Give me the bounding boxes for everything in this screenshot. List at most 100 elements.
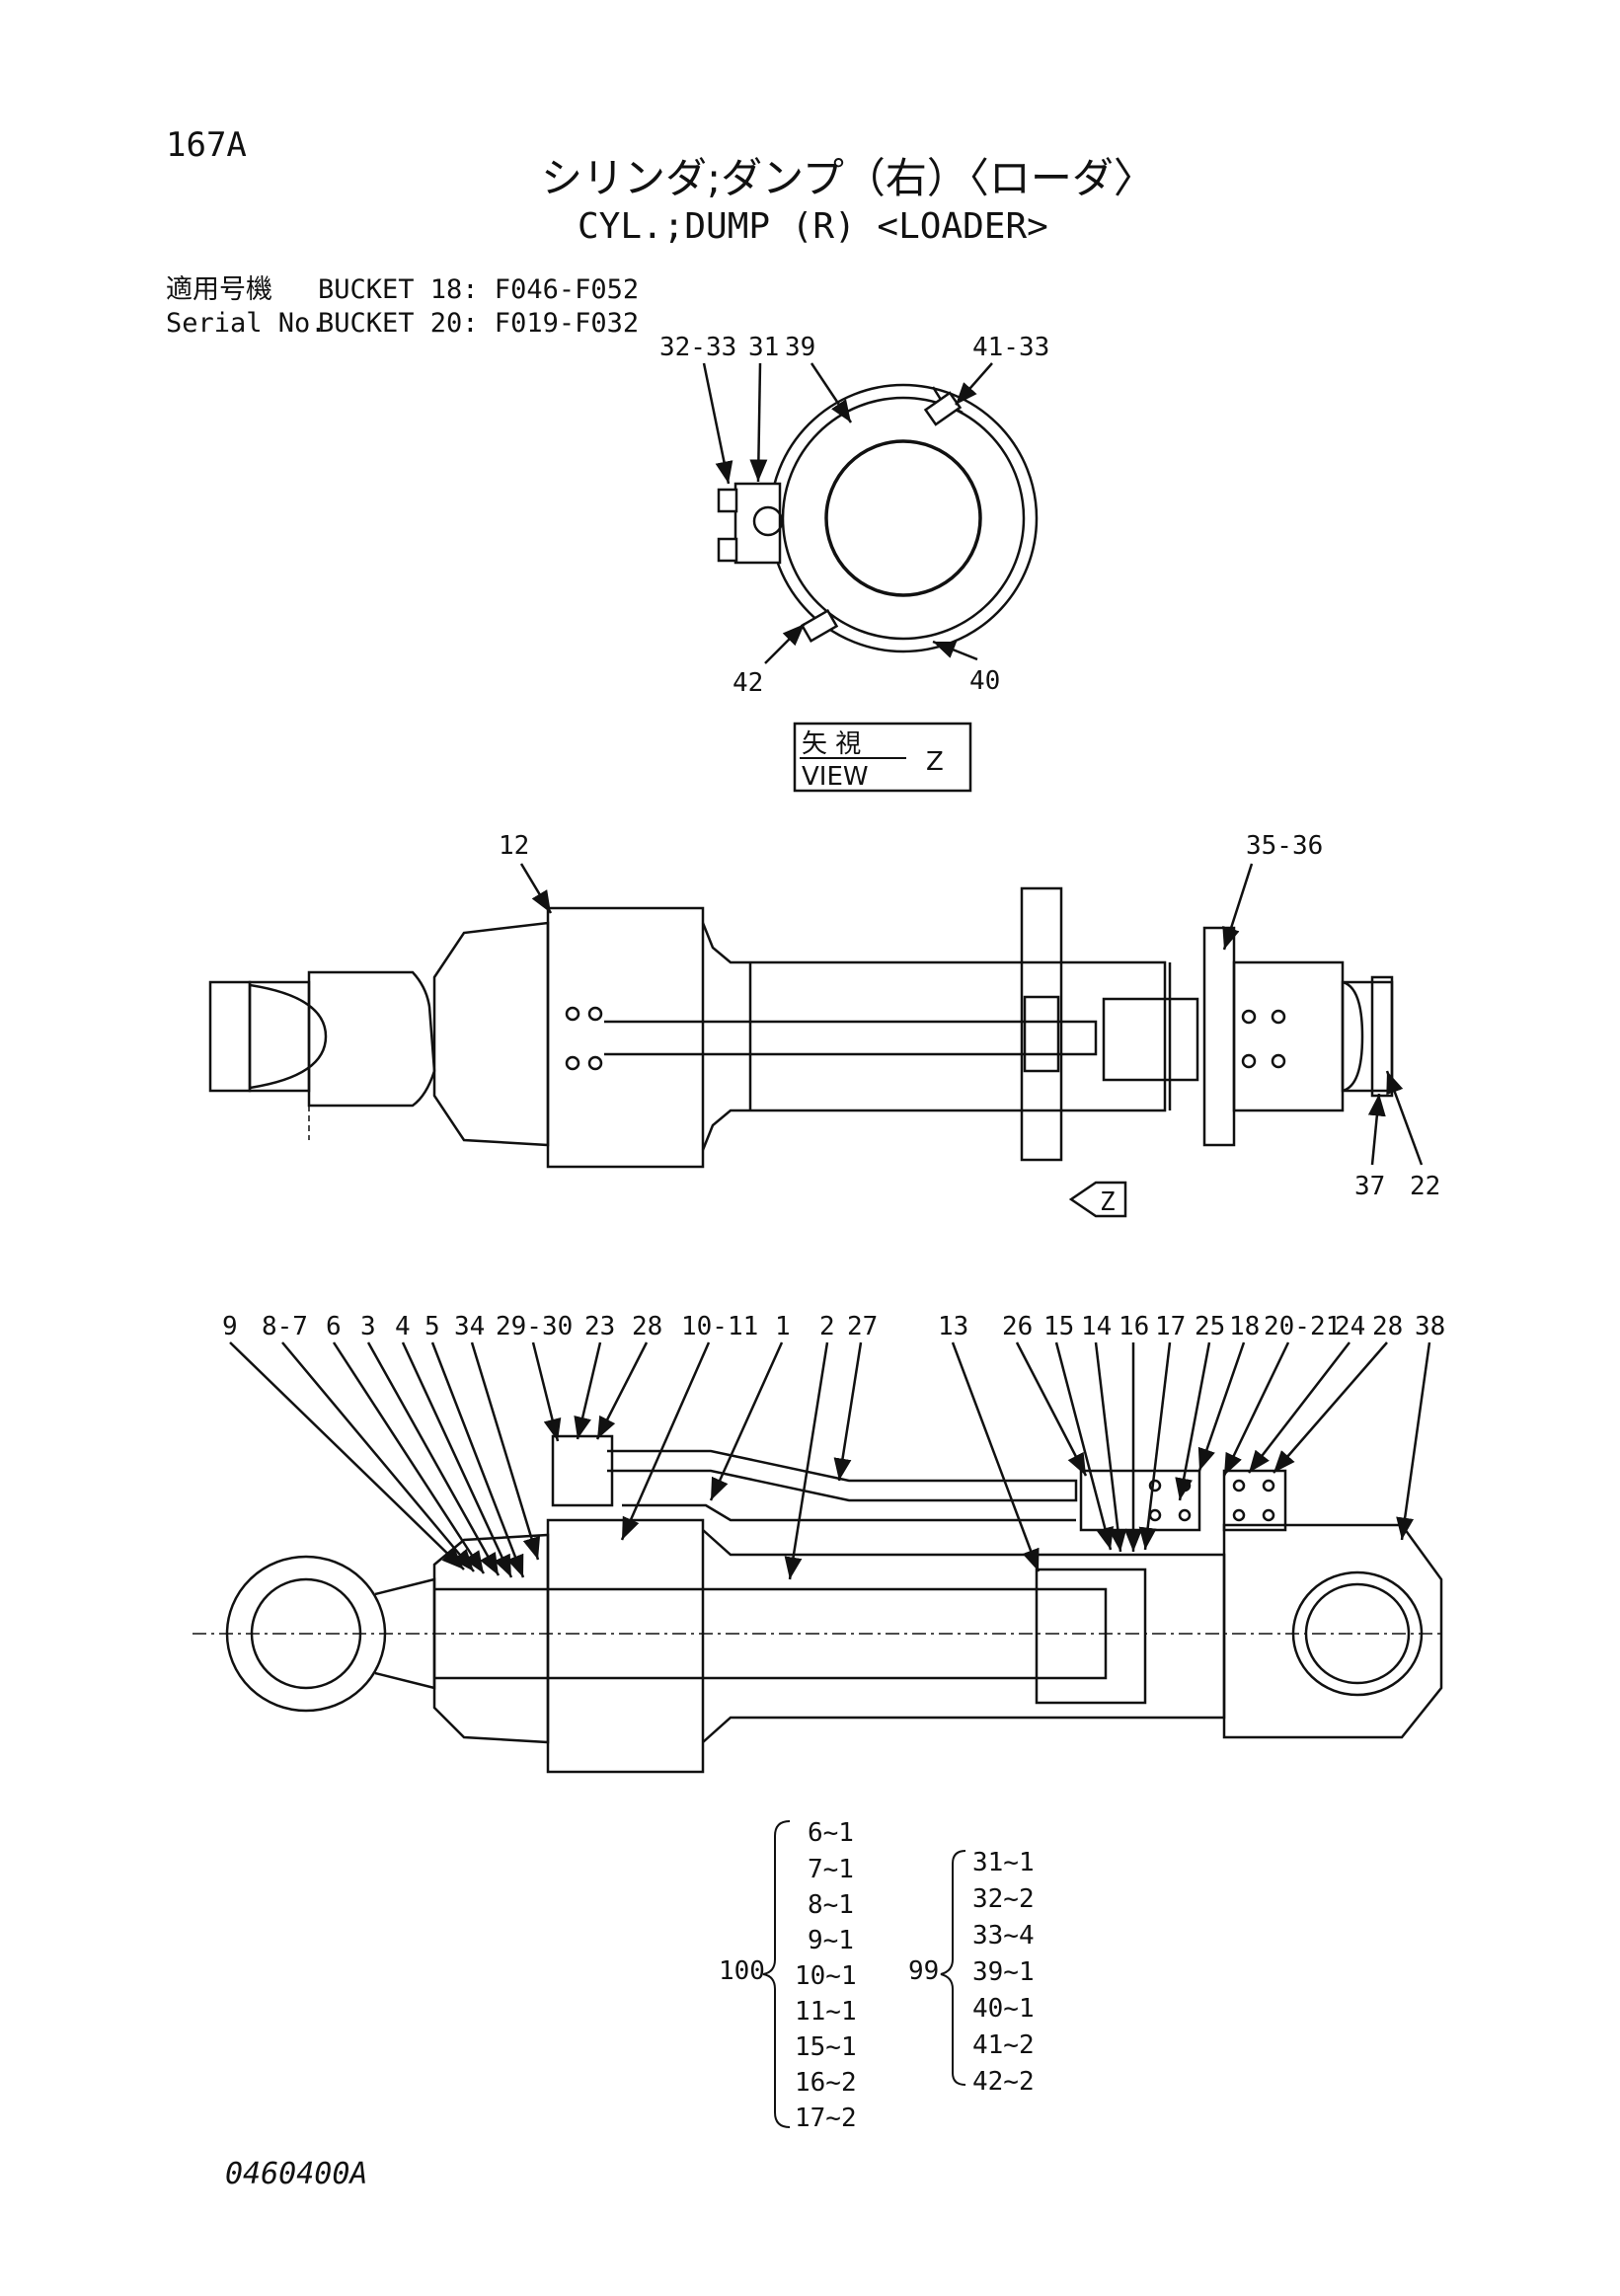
callout-10-11: 10-11 [681, 1312, 758, 1341]
view-z-letter: Z [926, 747, 944, 777]
section-view [193, 1341, 1443, 1774]
right-eye-outer [1291, 1570, 1424, 1697]
callout-15: 15 [1043, 1312, 1074, 1341]
external-pipe [604, 1020, 1098, 1056]
callout-22: 22 [1410, 1172, 1440, 1201]
leader-35-36 [1222, 863, 1254, 951]
callout-1: 1 [775, 1312, 791, 1341]
callout-18: 18 [1229, 1312, 1260, 1341]
callout-9: 9 [222, 1312, 238, 1341]
callout-40: 40 [969, 666, 1000, 696]
callout-37: 37 [1354, 1172, 1385, 1201]
bolt [1241, 1009, 1257, 1025]
bolt [1241, 1053, 1257, 1069]
leader-41-33 [955, 362, 993, 406]
kit-100-brace [762, 1820, 791, 2128]
kit-99-item: 33~4 [972, 1921, 1035, 1951]
callout-27: 27 [847, 1312, 878, 1341]
head-cone [432, 921, 550, 1147]
right-clevis-body [1341, 980, 1394, 1093]
section-pipe-lower [622, 1503, 1076, 1522]
callout-2: 2 [819, 1312, 835, 1341]
document-code: 0460400A [225, 2157, 368, 2191]
callout-12: 12 [499, 831, 529, 861]
rod-head-block [546, 1518, 705, 1774]
callout-32-33: 32-33 [659, 333, 736, 362]
leader-39 [810, 362, 853, 423]
kit-99-item: 42~2 [972, 2067, 1035, 2097]
port-fitting-right [1222, 1469, 1287, 1532]
leader-31 [749, 362, 768, 483]
callout-34: 34 [454, 1312, 485, 1341]
kit-100-item: 11~1 [795, 1997, 857, 2027]
callout-4: 4 [395, 1312, 411, 1341]
port-block [733, 482, 782, 565]
leader-15 [1054, 1341, 1115, 1551]
callout-25: 25 [1195, 1312, 1225, 1341]
left-eye-outer [225, 1555, 387, 1713]
callout-41-33: 41-33 [972, 333, 1049, 362]
leader-25 [1175, 1341, 1211, 1501]
callout-29-30: 29-30 [496, 1312, 573, 1341]
leader-12 [519, 863, 553, 914]
center-clamp [1020, 886, 1063, 1162]
bolt [565, 1055, 580, 1071]
view-z-label-en: VIEW [802, 762, 869, 792]
callout-8-7: 8-7 [262, 1312, 308, 1341]
kit-100-item: 15~1 [795, 2032, 857, 2062]
kit-100-item: 17~2 [795, 2104, 857, 2133]
leader-9 [229, 1341, 465, 1570]
callout-14: 14 [1081, 1312, 1112, 1341]
leader-38 [1396, 1341, 1431, 1541]
piston [1035, 1568, 1147, 1705]
clamp-lug-top [923, 391, 963, 426]
kit-100-id: 100 [719, 1956, 765, 1986]
kit-100-item: 8~1 [808, 1890, 854, 1920]
bolt [1271, 1053, 1286, 1069]
right-eye-bore [1304, 1582, 1411, 1685]
external-view [208, 863, 1424, 1169]
callout-38: 38 [1415, 1312, 1445, 1341]
leader-42 [764, 623, 806, 664]
bolt [565, 1006, 580, 1022]
piston-rod [434, 1587, 1108, 1680]
leader-26 [1015, 1341, 1088, 1477]
leader-28-right [1273, 1341, 1388, 1474]
kit-99: 99 31~1 32~2 33~4 39~1 40~1 41~2 42~2 [908, 1848, 1035, 2097]
leader-8-7 [281, 1341, 475, 1572]
view-z-end-view [702, 362, 1039, 664]
kit-99-item: 40~1 [972, 1994, 1035, 2024]
leader-34 [470, 1341, 541, 1561]
rear-cap [1232, 960, 1345, 1112]
kit-100-item: 16~2 [795, 2068, 857, 2098]
callout-17: 17 [1155, 1312, 1186, 1341]
serial-label-jp: 適用号機 [166, 274, 272, 305]
cylinder-barrel-inner [781, 396, 1026, 641]
leader-20-21 [1222, 1341, 1290, 1477]
rod-head-cone [432, 1533, 550, 1744]
leader-27 [833, 1341, 863, 1482]
view-z-arrow-letter: Z [1100, 1187, 1116, 1217]
page-code: 167A [166, 125, 247, 165]
rod-end-neck [307, 970, 436, 1108]
port-fitting-left [551, 1434, 614, 1507]
callout-42: 42 [733, 668, 763, 698]
leader-5 [430, 1341, 525, 1578]
bolt [1271, 1009, 1286, 1025]
leader-28 [595, 1341, 649, 1440]
rod-bore-circle [824, 439, 982, 597]
callout-6: 6 [326, 1312, 342, 1341]
leader-6 [332, 1341, 486, 1574]
callout-23: 23 [584, 1312, 615, 1341]
leader-37 [1367, 1093, 1386, 1166]
kit-100-item: 7~1 [808, 1855, 854, 1884]
view-z-label-jp: 矢 視 [802, 729, 861, 759]
leader-22 [1385, 1070, 1424, 1166]
section-pipe-upper [607, 1449, 1078, 1502]
port-hole [752, 505, 784, 537]
callout-5: 5 [424, 1312, 440, 1341]
leader-4 [401, 1341, 513, 1578]
leader-14 [1094, 1341, 1127, 1553]
kit-99-brace [940, 1850, 966, 2086]
leader-29-30 [531, 1341, 562, 1442]
